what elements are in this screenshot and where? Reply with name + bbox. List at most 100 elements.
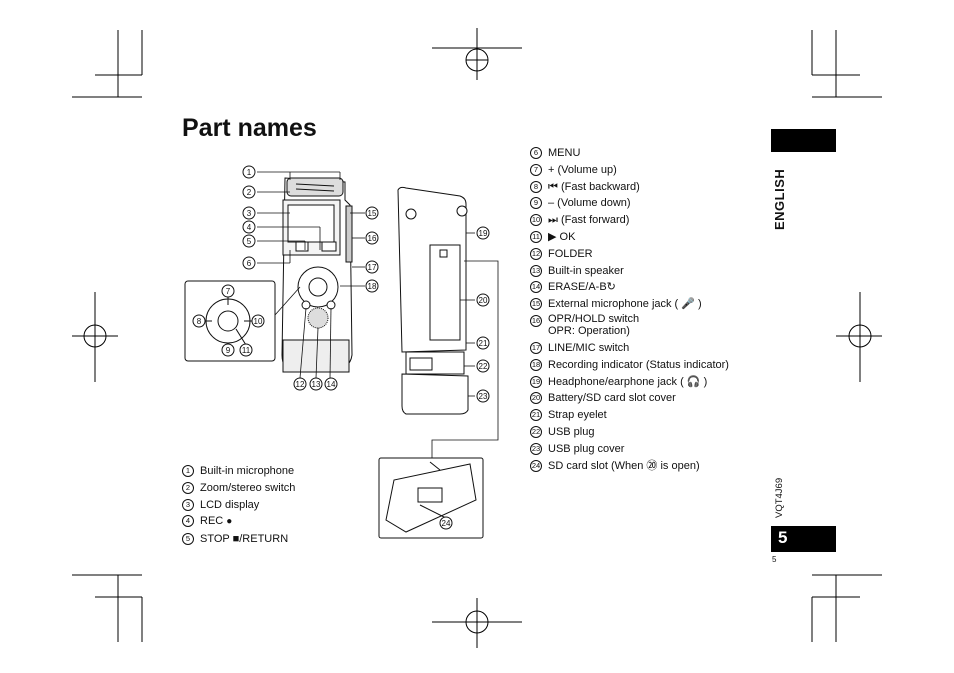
list-item: 15 External microphone jack ( 🎤 ) bbox=[530, 296, 729, 313]
item-label: ▶ OK bbox=[548, 230, 576, 243]
list-item: 6 MENU bbox=[530, 145, 729, 162]
list-item: 14 ERASE/A-B↻ bbox=[530, 279, 729, 296]
item-number: 9 bbox=[530, 197, 542, 210]
item-label: FOLDER bbox=[548, 247, 593, 260]
page-tab-number: 5 bbox=[778, 528, 788, 547]
item-number: 3 bbox=[182, 498, 194, 511]
callout-lines-side bbox=[431, 232, 499, 458]
list-item: 8⏮ (Fast backward) bbox=[530, 179, 729, 196]
callout-7: 7 bbox=[226, 287, 231, 296]
item-number: 17 bbox=[530, 341, 542, 354]
item-number: 2 bbox=[182, 481, 194, 494]
list-item: 23 USB plug cover bbox=[530, 441, 729, 458]
callout-15: 15 bbox=[368, 209, 377, 218]
callout-9: 9 bbox=[226, 346, 231, 355]
item-number: 6 bbox=[530, 147, 542, 159]
callout-22: 22 bbox=[479, 362, 488, 371]
item-label: LCD display bbox=[200, 498, 260, 511]
item-label: STOP ■/RETURN bbox=[200, 533, 289, 546]
item-label: SD card slot (When ⑳ is open) bbox=[548, 459, 700, 472]
item-label: Battery/SD card slot cover bbox=[548, 392, 676, 405]
item-number: 14 bbox=[530, 281, 542, 294]
callout-5: 5 bbox=[247, 237, 252, 246]
item-label: + (Volume up) bbox=[548, 163, 617, 176]
language-tab-bar bbox=[771, 129, 836, 152]
item-number: 12 bbox=[530, 247, 542, 260]
diagram-callout-numbers: 1 2 3 4 5 6 7 8 9 10 11 12 13 14 15 16 1… bbox=[192, 165, 490, 530]
recorder-side-illustration bbox=[397, 186, 469, 415]
language-label: ENGLISH bbox=[772, 168, 787, 230]
callout-19: 19 bbox=[479, 229, 488, 238]
item-number: 10 bbox=[530, 214, 542, 227]
callout-14: 14 bbox=[327, 380, 336, 389]
item-number: 19 bbox=[530, 375, 542, 388]
list-item: 13 Built-in speaker bbox=[530, 263, 729, 280]
item-number: 20 bbox=[530, 392, 542, 405]
callout-13: 13 bbox=[312, 380, 321, 389]
item-number: 7 bbox=[530, 163, 542, 176]
callout-12: 12 bbox=[296, 380, 305, 389]
item-number: 22 bbox=[530, 425, 542, 438]
list-item: 18 Recording indicator (Status indicator) bbox=[530, 357, 729, 374]
list-item: 11 ▶ OK bbox=[530, 229, 729, 246]
list-item: 21 Strap eyelet bbox=[530, 407, 729, 424]
item-label: OPR/HOLD switch bbox=[548, 312, 640, 325]
item-number: 13 bbox=[530, 264, 542, 277]
list-item: 24 SD card slot (When ⑳ is open) bbox=[530, 458, 729, 475]
item-number: 4 bbox=[182, 515, 194, 528]
item-number: 23 bbox=[530, 442, 542, 455]
callout-20: 20 bbox=[479, 296, 488, 305]
item-number: 24 bbox=[530, 459, 542, 472]
callout-17: 17 bbox=[368, 263, 377, 272]
item-number: 16 bbox=[530, 314, 542, 327]
page-number-tab: 5 bbox=[771, 526, 836, 552]
callout-3: 3 bbox=[247, 209, 252, 218]
recorder-front-illustration bbox=[281, 177, 353, 373]
callout-10: 10 bbox=[254, 317, 263, 326]
callout-4: 4 bbox=[247, 223, 252, 232]
item-label: USB plug bbox=[548, 425, 595, 438]
list-item: 17 LINE/MIC switch bbox=[530, 340, 729, 357]
item-label: USB plug cover bbox=[548, 442, 625, 455]
item-label: Zoom/stereo switch bbox=[200, 481, 296, 494]
callout-11: 11 bbox=[242, 346, 251, 355]
item-label: ERASE/A-B↻ bbox=[548, 281, 616, 294]
item-label: Built-in microphone bbox=[200, 465, 295, 477]
callout-23: 23 bbox=[479, 392, 488, 401]
sd-slot-inset bbox=[378, 457, 484, 539]
item-label: LINE/MIC switch bbox=[548, 341, 630, 354]
callout-2: 2 bbox=[247, 188, 252, 197]
item-label: ⏮ (Fast backward) bbox=[548, 180, 640, 193]
callout-8: 8 bbox=[197, 317, 202, 326]
item-number: 18 bbox=[530, 358, 542, 371]
item-label: ⏭ (Fast forward) bbox=[548, 214, 630, 227]
item-sublabel: OPR: Operation) bbox=[548, 325, 630, 338]
callout-6: 6 bbox=[247, 259, 252, 268]
item-number: 15 bbox=[530, 298, 542, 311]
item-label: Headphone/earphone jack ( 🎧 ) bbox=[548, 375, 708, 388]
item-label: Strap eyelet bbox=[548, 409, 607, 422]
item-label: REC bbox=[200, 515, 224, 528]
list-item: 4 REC ● bbox=[182, 513, 295, 531]
page-number: 5 bbox=[772, 555, 777, 564]
list-item: 7 + (Volume up) bbox=[530, 162, 729, 179]
item-number: 21 bbox=[530, 409, 542, 422]
callout-16: 16 bbox=[368, 234, 377, 243]
item-number: 11 bbox=[530, 230, 542, 243]
registration-marks bbox=[72, 28, 882, 648]
page-title: Part names bbox=[182, 114, 317, 142]
document-code: VQT4J69 bbox=[774, 477, 785, 518]
callout-18: 18 bbox=[368, 282, 377, 291]
record-dot-icon: ● bbox=[226, 516, 233, 528]
callout-1: 1 bbox=[247, 168, 252, 177]
item-label: External microphone jack ( 🎤 ) bbox=[548, 298, 702, 311]
item-label: Recording indicator (Status indicator) bbox=[548, 358, 729, 371]
item-label: Built-in speaker bbox=[548, 264, 624, 277]
list-item: 19 Headphone/earphone jack ( 🎧 ) bbox=[530, 374, 729, 391]
item-label: MENU bbox=[548, 147, 581, 159]
